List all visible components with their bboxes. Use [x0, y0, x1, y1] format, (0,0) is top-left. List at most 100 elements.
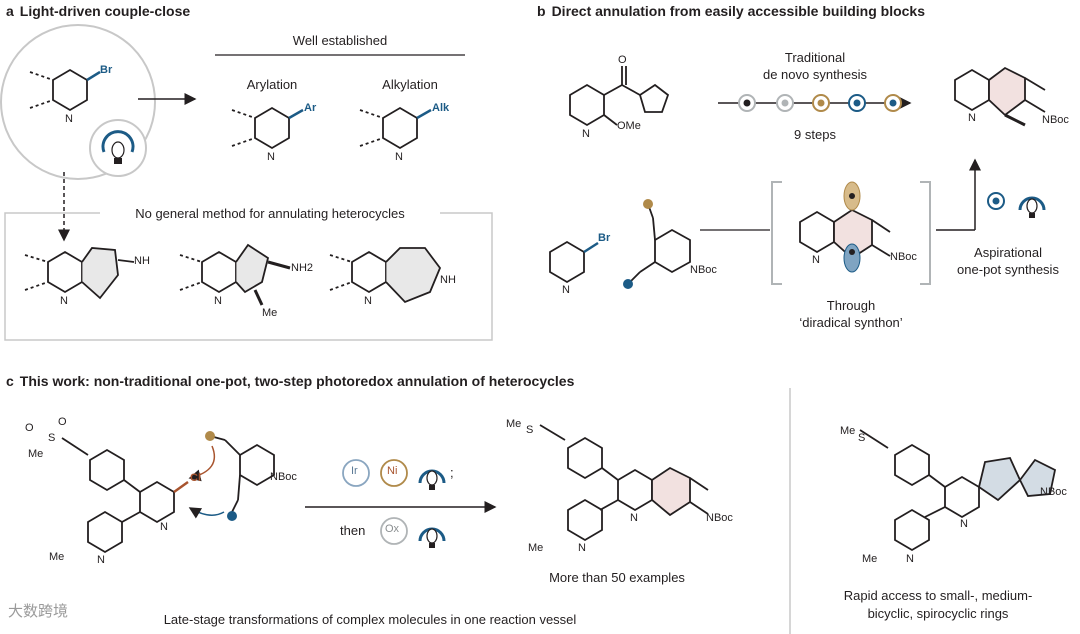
then-label: then [340, 523, 366, 538]
n-label-c6: N [906, 553, 914, 565]
no-method-label: No general method for annulating heteroc… [131, 206, 409, 221]
ni-label: Ni [387, 465, 398, 477]
n-label-ar: N [267, 151, 275, 163]
blue-orbital [843, 243, 861, 273]
n-label-b3: N [562, 284, 570, 296]
bulb-icon-c1 [426, 470, 438, 490]
bicyclic-product-b [954, 66, 1046, 127]
bulb-icon-b [1026, 198, 1038, 218]
ir-label: Ir [351, 465, 358, 477]
annulated-structure-3 [329, 247, 442, 304]
aspirational-line2: one-pot synthesis [957, 262, 1059, 277]
panel-b-letter: b [537, 3, 546, 19]
traditional-line1: Traditional [784, 50, 846, 65]
br-label-a: Br [100, 64, 113, 76]
nh-label-3: NH [440, 274, 456, 286]
blue-radical-dot [623, 279, 633, 289]
n-label-c5: N [960, 518, 968, 530]
me-label-c3: Me [506, 418, 522, 430]
n-label-c2: N [97, 554, 105, 566]
o-label-c1: O [25, 422, 34, 434]
me-label-c4: Me [528, 542, 544, 554]
n-label-3: N [364, 295, 372, 307]
diradical-synthon [799, 208, 891, 260]
through-line2: ‘diradical synthon’ [799, 315, 903, 330]
pyridine-bromide-a [29, 68, 101, 112]
complex-substrate [61, 435, 275, 554]
s-label-c1: S [48, 432, 56, 444]
panel-c-letter: c [6, 373, 14, 389]
alk-label: Alk [432, 102, 450, 114]
panel-b-title: b Direct annulation from easily accessibl… [537, 3, 925, 19]
n-label-a: N [65, 113, 73, 125]
n-label-1: N [60, 295, 68, 307]
panel-b-title-text: Direct annulation from easily accessible… [551, 3, 926, 19]
ox-label: Ox [385, 523, 400, 535]
nh-label-1: NH [134, 255, 150, 267]
me-label-c5: Me [840, 425, 856, 437]
traditional-line2: de novo synthesis [762, 67, 868, 82]
blue-curved-arrow [188, 507, 225, 519]
alkylation-label: Alkylation [382, 77, 438, 92]
ar-label: Ar [304, 102, 317, 114]
n-label-alk: N [395, 151, 403, 163]
me-label-c6: Me [862, 553, 878, 565]
ketone-substrate [569, 66, 670, 127]
piperidine-diradical [627, 203, 691, 285]
ome-label: OMe [617, 120, 641, 132]
s-label-c3: S [858, 432, 866, 444]
n-label-c4: N [578, 542, 586, 554]
through-line1: Through [826, 298, 876, 313]
nboc-label-c3: NBoc [1040, 486, 1067, 498]
examples-label: More than 50 examples [549, 570, 685, 585]
arylation-product [231, 106, 304, 150]
light-arc [101, 130, 135, 153]
me-label-a: Me [262, 307, 278, 319]
bracket-left [771, 181, 782, 285]
aspirational-line1: Aspirational [974, 245, 1042, 260]
brown-curved-arrow [188, 445, 216, 482]
light-arc-b [1018, 196, 1046, 211]
bulb-icon [111, 141, 125, 164]
tan-radical-dot [643, 199, 653, 209]
arylation-label: Arylation [246, 77, 298, 92]
nh2-label: NH2 [291, 262, 314, 274]
n-label-c1: N [160, 521, 168, 533]
step-dots [738, 94, 902, 112]
bracket-right [920, 181, 931, 285]
annulated-structure-2 [179, 243, 291, 306]
cl-label: Cl [190, 472, 201, 484]
n-label-c3: N [630, 512, 638, 524]
panel-a-letter: a [6, 3, 14, 19]
me-label-c1: Me [28, 448, 44, 460]
bromopyridine [549, 240, 599, 284]
me-label-c2: Me [49, 551, 65, 563]
rapid-line1: Rapid access to small-, medium- [843, 588, 1033, 603]
semicolon: ; [450, 465, 454, 480]
nboc-label-c2: NBoc [706, 512, 733, 524]
annulated-structure-1 [24, 247, 135, 300]
nboc-label-b2: NBoc [690, 264, 717, 276]
n-label-b1: N [582, 128, 590, 140]
nboc-label-b3: NBoc [890, 251, 917, 263]
ir-circle [342, 459, 370, 487]
n-label-b2: N [968, 112, 976, 124]
nboc-label-b1: NBoc [1042, 114, 1069, 126]
bulb-icon-c2 [426, 528, 438, 548]
ni-circle [380, 459, 408, 487]
spirocyclic-product [859, 429, 1057, 552]
br-label-b: Br [598, 232, 611, 244]
annulation-box [4, 212, 493, 341]
nboc-label-c1: NBoc [270, 471, 297, 483]
blue-radical-c [227, 511, 237, 521]
ox-circle [380, 517, 408, 545]
n-label-b4: N [812, 254, 820, 266]
o-label-b: O [618, 54, 627, 66]
n-label-2: N [214, 295, 222, 307]
well-established-label: Well established [292, 33, 388, 48]
late-stage-label: Late-stage transformations of complex mo… [163, 612, 577, 627]
watermark: 大数跨境 [8, 603, 69, 620]
alkylation-product [359, 106, 432, 150]
